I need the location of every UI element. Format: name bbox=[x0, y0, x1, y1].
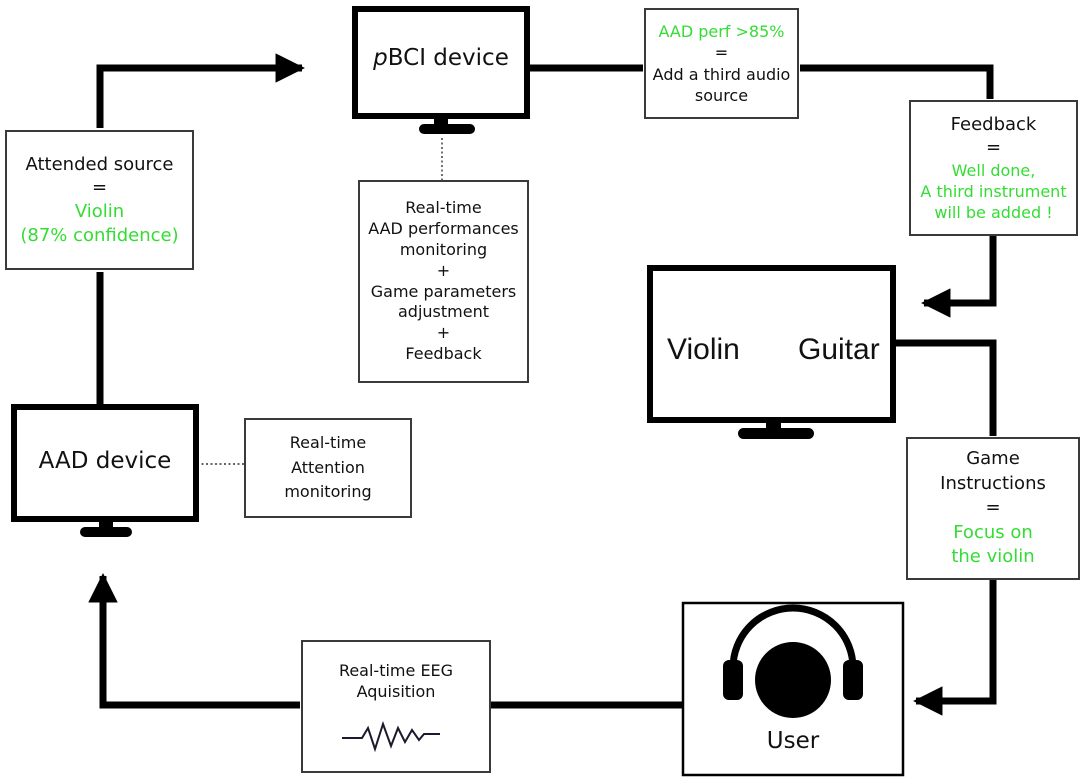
game-instructions-line2: Instructions bbox=[940, 472, 1046, 494]
arrow-instructions-to-user bbox=[913, 580, 997, 716]
feedback-message-line3: will be added ! bbox=[934, 203, 1053, 223]
aad-perf-action-line1: Add a third audio bbox=[652, 64, 791, 84]
aad-monitor-icon bbox=[11, 404, 199, 537]
aad-perf-condition: AAD perf >85% bbox=[658, 22, 785, 42]
pbci-device-label: pBCI device bbox=[355, 45, 527, 71]
connector-game-screen-to-instructions bbox=[893, 339, 997, 436]
eeg-acquisition-line1: Real-time EEG bbox=[338, 661, 454, 680]
user-label: User bbox=[766, 728, 820, 754]
attention-monitoring-box: Real-time Attention monitoring bbox=[244, 418, 412, 518]
eeg-signal-icon bbox=[342, 720, 440, 753]
game-guitar-label: Guitar bbox=[798, 333, 880, 366]
pbci-italic-prefix: p bbox=[373, 45, 388, 71]
game-instructions-directive-line1: Focus on bbox=[953, 521, 1033, 543]
game-instructions-equals: = bbox=[985, 497, 1001, 519]
attended-source-equals: = bbox=[91, 177, 108, 199]
pbci-label-text: BCI device bbox=[387, 45, 509, 71]
attended-source-title: Attended source bbox=[25, 153, 174, 175]
connector-aad-perf-to-feedback bbox=[800, 64, 994, 99]
arrow-eeg-to-aad-device bbox=[88, 573, 300, 709]
eeg-acquisition-box: Real-time EEG Aquisition bbox=[301, 640, 491, 773]
attended-source-box: Attended source = Violin (87% confidence… bbox=[5, 130, 194, 270]
game-instructions-directive-line2: the violin bbox=[951, 546, 1035, 568]
attention-monitoring-line3: monitoring bbox=[284, 482, 372, 502]
attended-source-value: Violin bbox=[74, 201, 125, 222]
pbci-monitoring-box: Real-time AAD performances monitoring + … bbox=[358, 180, 529, 383]
game-violin-label: Violin bbox=[667, 333, 740, 366]
aad-perf-equals: = bbox=[714, 43, 729, 63]
game-monitor-icon bbox=[647, 265, 896, 439]
pbci-monitoring-line3: monitoring bbox=[399, 239, 488, 259]
game-instructions-box: Game Instructions = Focus on the violin bbox=[906, 437, 1080, 580]
pbci-monitor-icon bbox=[352, 6, 530, 134]
headphones-user-icon bbox=[723, 604, 863, 718]
attended-source-confidence: (87% confidence) bbox=[20, 224, 179, 246]
feedback-title: Feedback bbox=[950, 113, 1037, 135]
eeg-acquisition-line2: Aquisition bbox=[356, 682, 436, 702]
pbci-monitoring-line5: Game parameters bbox=[370, 281, 517, 301]
aad-device-label: AAD device bbox=[38, 448, 172, 474]
aad-perf-box: AAD perf >85% = Add a third audio source bbox=[644, 8, 799, 119]
pbci-monitoring-line6: adjustment bbox=[398, 302, 489, 322]
pbci-monitoring-plus1: + bbox=[436, 260, 451, 280]
feedback-message-line1: Well done, bbox=[951, 161, 1036, 181]
pbci-monitoring-line2: AAD performances bbox=[368, 219, 519, 239]
feedback-equals: = bbox=[985, 137, 1002, 159]
attention-monitoring-line2: Attention bbox=[291, 457, 365, 477]
game-instructions-line1: Game bbox=[966, 448, 1020, 470]
feedback-message-line2: A third instrument bbox=[920, 182, 1067, 202]
arrow-feedback-to-game-screen bbox=[921, 236, 997, 318]
arrow-attended-source-to-pbci bbox=[96, 53, 305, 128]
aad-perf-action-line2: source bbox=[694, 85, 749, 105]
pbci-monitoring-line1: Real-time bbox=[405, 198, 482, 218]
pbci-monitoring-line8: Feedback bbox=[405, 343, 482, 363]
feedback-box: Feedback = Well done, A third instrument… bbox=[909, 100, 1078, 236]
pbci-monitoring-plus2: + bbox=[436, 323, 451, 343]
attention-monitoring-line1: Real-time bbox=[289, 432, 367, 452]
